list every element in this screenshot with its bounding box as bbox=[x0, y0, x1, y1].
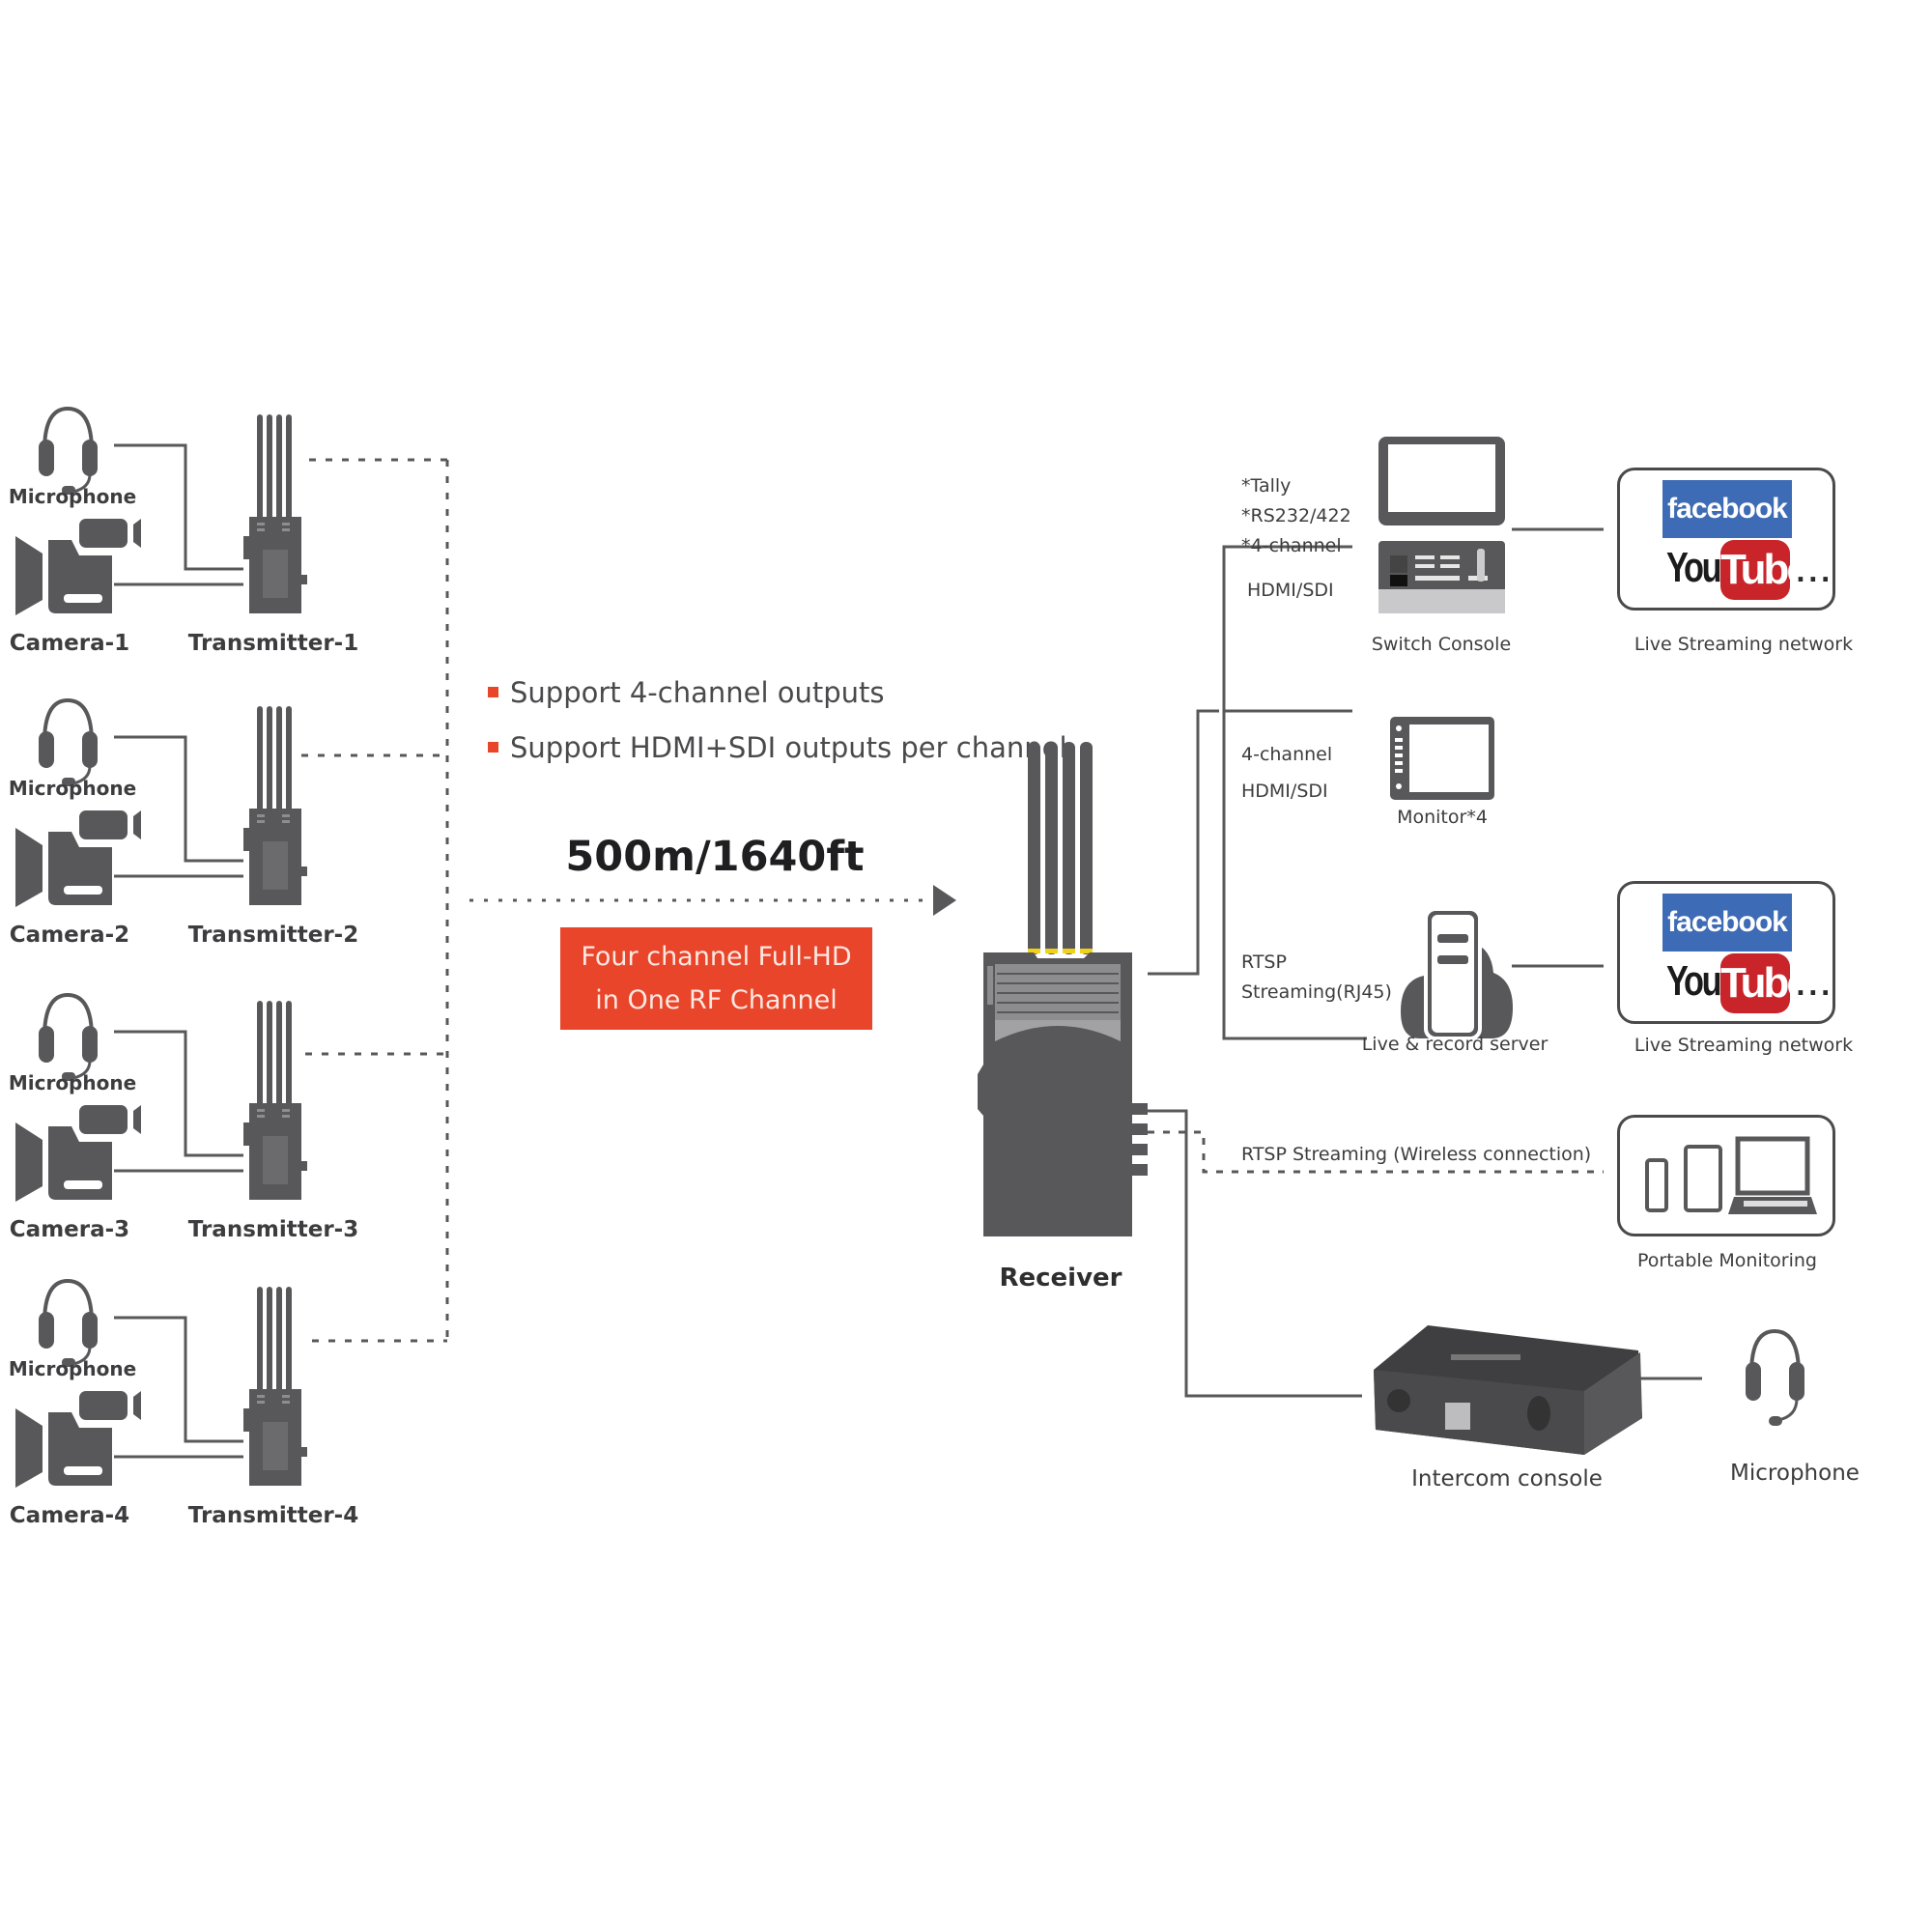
transmitter-icon bbox=[243, 1001, 307, 1200]
headset-microphone-icon bbox=[39, 406, 98, 495]
switch-interface-label: HDMI/SDI bbox=[1247, 580, 1334, 601]
rf-arrow-head bbox=[933, 885, 956, 916]
bullet-icon bbox=[488, 686, 498, 697]
wire-microphone-to-transmitter bbox=[114, 1030, 243, 1157]
output-bus bbox=[1222, 545, 1367, 1040]
live-streaming-network-1: facebook You Tube ... bbox=[1617, 468, 1835, 611]
camera-label: Camera-3 bbox=[9, 1217, 130, 1242]
portable-devices-icon bbox=[1645, 1136, 1817, 1214]
monitor-line-1: 4-channel bbox=[1241, 744, 1333, 765]
cloud-server-icon bbox=[1401, 907, 1513, 1040]
microphone-label: Microphone bbox=[8, 485, 137, 508]
live-streaming-network-label-1: Live Streaming network bbox=[1634, 634, 1854, 655]
youtube-logo-you: You bbox=[1666, 544, 1722, 591]
wireless-link bbox=[1148, 1130, 1604, 1174]
portable-monitoring-box bbox=[1617, 1115, 1835, 1236]
badge-line-1: Four channel Full-HD bbox=[581, 942, 852, 972]
headset-microphone-icon bbox=[39, 697, 98, 786]
intercom-microphone-label: Microphone bbox=[1730, 1461, 1860, 1486]
video-camera-icon bbox=[15, 1105, 141, 1202]
camera-label: Camera-2 bbox=[9, 923, 130, 948]
live-streaming-network-label-2: Live Streaming network bbox=[1634, 1035, 1854, 1056]
microphone-label: Microphone bbox=[8, 1357, 137, 1380]
bullet-icon bbox=[488, 741, 498, 753]
intercom-console-label: Intercom console bbox=[1411, 1466, 1603, 1492]
wire-microphone-to-transmitter bbox=[114, 1316, 243, 1443]
portable-monitoring-label: Portable Monitoring bbox=[1637, 1250, 1817, 1271]
wire-wireless bbox=[1148, 1130, 1604, 1174]
microphone-label: Microphone bbox=[8, 1071, 137, 1094]
badge-line-2: in One RF Channel bbox=[595, 985, 838, 1015]
monitor-icon bbox=[1390, 717, 1494, 800]
microphone-label: Microphone bbox=[8, 777, 137, 800]
wire-receiver-to-bus bbox=[1148, 709, 1219, 976]
monitor-line-2: HDMI/SDI bbox=[1241, 781, 1328, 802]
intercom-console-icon bbox=[1374, 1325, 1642, 1455]
switch-console-label: Switch Console bbox=[1371, 634, 1512, 655]
facebook-logo: facebook bbox=[1662, 480, 1792, 538]
video-camera-icon bbox=[15, 519, 141, 615]
camera-label: Camera-1 bbox=[9, 631, 130, 656]
rf-links bbox=[301, 458, 449, 1343]
receiver-label: Receiver bbox=[999, 1264, 1122, 1293]
transmitter-label: Transmitter-4 bbox=[187, 1503, 359, 1528]
server-line-2: Streaming(RJ45) bbox=[1241, 981, 1392, 1003]
video-camera-icon bbox=[15, 1391, 141, 1488]
rf-arrow bbox=[469, 885, 956, 916]
switch-notes: *Tally *RS232/422 *4-channel bbox=[1241, 475, 1351, 556]
source-wires bbox=[114, 443, 243, 1459]
transmitter-icon bbox=[243, 706, 307, 905]
wire-microphone-to-transmitter bbox=[114, 735, 243, 863]
server-line-1: RTSP bbox=[1241, 952, 1287, 973]
youtube-logo-you: You bbox=[1666, 957, 1722, 1005]
more-icon: ... bbox=[1796, 973, 1833, 1002]
transmitter-label: Transmitter-2 bbox=[187, 923, 359, 948]
headset-microphone-icon bbox=[1746, 1328, 1804, 1426]
camera-label: Camera-4 bbox=[9, 1503, 130, 1528]
transmitter-icon bbox=[243, 414, 307, 613]
switch-console-icon bbox=[1378, 437, 1505, 613]
video-camera-icon bbox=[15, 810, 141, 907]
feature-item: Support 4-channel outputs bbox=[488, 676, 885, 709]
range-label: 500m/1640ft bbox=[565, 833, 865, 881]
wireless-link-label: RTSP Streaming (Wireless connection) bbox=[1241, 1144, 1592, 1165]
headset-microphone-icon bbox=[39, 1278, 98, 1367]
wire-microphone-to-transmitter bbox=[114, 443, 243, 571]
rf-channel-badge: Four channel Full-HD in One RF Channel bbox=[560, 927, 872, 1030]
youtube-logo-tube: Tube bbox=[1720, 540, 1810, 600]
transmitter-label: Transmitter-3 bbox=[187, 1217, 359, 1242]
wire-intercom bbox=[1148, 1109, 1362, 1398]
live-streaming-network-2: facebook You Tube ... bbox=[1617, 881, 1835, 1024]
live-record-server-label: Live & record server bbox=[1361, 1034, 1548, 1055]
transmitter-icon bbox=[243, 1287, 307, 1486]
facebook-logo: facebook bbox=[1662, 894, 1792, 952]
headset-microphone-icon bbox=[39, 992, 98, 1081]
more-icon: ... bbox=[1796, 559, 1833, 588]
monitor-label: Monitor*4 bbox=[1397, 807, 1488, 828]
youtube-logo-tube: Tube bbox=[1720, 953, 1810, 1013]
feature-item: Support HDMI+SDI outputs per channel bbox=[488, 731, 1067, 764]
receiver-icon bbox=[978, 742, 1148, 1236]
transmitter-label: Transmitter-1 bbox=[187, 631, 359, 656]
